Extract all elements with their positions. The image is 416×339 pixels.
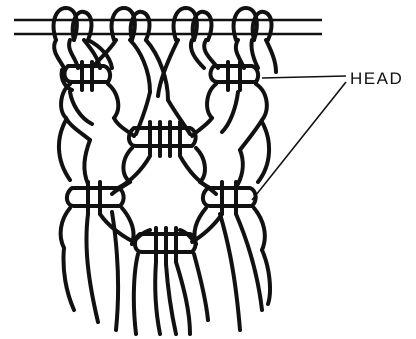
mounting-dowel <box>14 20 322 34</box>
square-knot-row3-right <box>194 182 264 250</box>
square-knot-row3-left <box>61 182 134 248</box>
head-label: HEAD <box>350 69 403 88</box>
lower-cords-a <box>100 214 222 244</box>
square-knot-row4-center <box>135 228 196 264</box>
upper-cords <box>54 40 276 100</box>
square-knot-row1-left <box>61 62 118 118</box>
middle-cords-a <box>66 92 262 150</box>
